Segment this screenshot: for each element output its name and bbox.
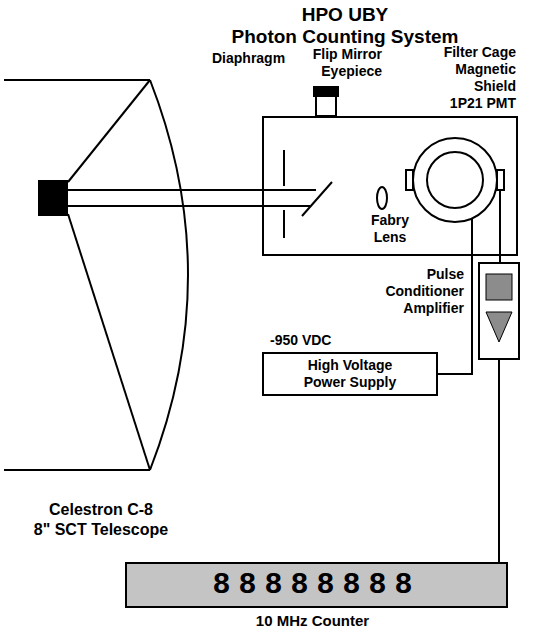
tube-line (4, 79, 150, 81)
primary-mirror (150, 80, 188, 470)
amplifier-symbol (486, 312, 512, 342)
pmt-lead (499, 190, 501, 256)
shield-tab (497, 170, 504, 190)
text-line: Photon Counting System (232, 26, 459, 47)
flip-mirror (302, 182, 332, 216)
diaphragm-plate (283, 150, 285, 186)
text-line: Pulse (427, 266, 464, 282)
text-line: 8" SCT Telescope (34, 521, 168, 538)
pulse-conditioner-symbol (486, 274, 512, 300)
filter-cage (427, 152, 483, 208)
eyepiece-cap (313, 86, 339, 97)
power-supply-box: -950 VDC High VoltagePower Supply (262, 330, 432, 396)
tube-line (4, 469, 150, 471)
diagram-title: HPO UBYPhoton Counting System (200, 4, 490, 48)
part-label: Diaphragm (212, 50, 302, 67)
text-line: High Voltage (308, 357, 393, 373)
text-line: Shield (474, 78, 516, 94)
voltage-label: -950 VDC (270, 332, 390, 349)
text-line: Amplifier (403, 300, 464, 316)
text-line: Eyepiece (321, 63, 382, 79)
light-cone (68, 80, 150, 182)
part-label: Filter CageMagneticShield1P21 PMT (416, 44, 516, 112)
component-label: PulseConditionerAmplifier (376, 266, 464, 317)
text-line: Power Supply (304, 374, 397, 390)
fabry-lens-symbol (377, 187, 387, 209)
text-line: Magnetic (455, 61, 516, 77)
signal-wire (498, 360, 500, 562)
light-beam (68, 189, 316, 191)
text-line: Lens (374, 229, 407, 245)
part-label: Flip MirrorEyepiece (288, 46, 382, 80)
counter-box: 8888888810 MHz Counter (125, 562, 500, 634)
text-line: Fabry (371, 212, 409, 228)
diaphragm-plate (283, 210, 285, 238)
text-line: Celestron C-8 (49, 501, 153, 518)
light-cone (68, 214, 150, 470)
text-line: 1P21 PMT (450, 95, 516, 111)
photometer-box: FabryLens (262, 116, 518, 256)
light-beam (68, 205, 310, 207)
shield-tab (406, 170, 413, 190)
text-line: Conditioner (385, 283, 464, 299)
secondary-mirror (38, 180, 68, 216)
text-line: Flip Mirror (313, 46, 382, 62)
component-label: FabryLens (350, 212, 430, 246)
node-outline (478, 262, 520, 360)
magnetic-shield (413, 138, 497, 222)
component-label: 10 MHz Counter (125, 612, 500, 630)
pmt-lead (471, 219, 473, 256)
text-line: HPO UBY (302, 4, 389, 25)
component-label: High VoltagePower Supply (262, 357, 438, 391)
telescope-caption: Celestron C-8 8" SCT Telescope (6, 500, 196, 540)
pulse-amplifier-box: PulseConditionerAmplifier (376, 262, 520, 360)
text-line: Filter Cage (444, 44, 516, 60)
counter-display: 88888888 (125, 569, 508, 601)
